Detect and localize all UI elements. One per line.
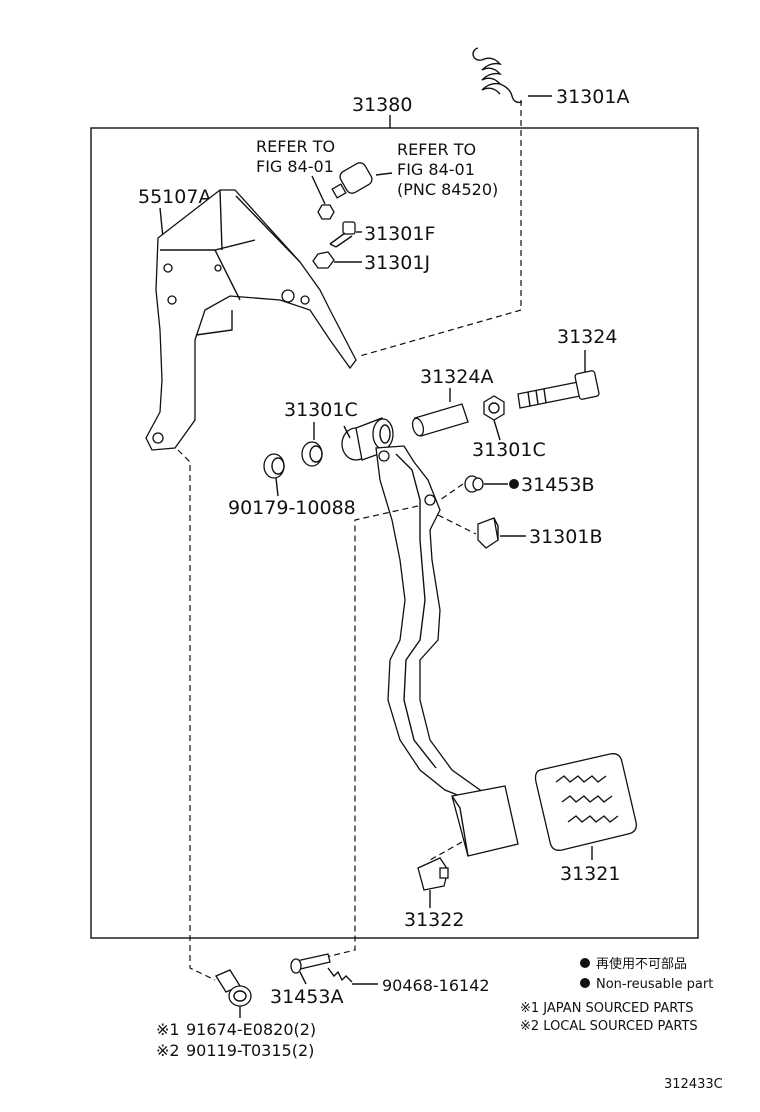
legend-note-1: ※1 JAPAN SOURCED PARTS (520, 1001, 694, 1016)
mounting-bolt[interactable] (215, 969, 252, 1007)
pedal-bracket[interactable] (145, 189, 357, 451)
refer-note-2-line3: (PNC 84520) (397, 180, 498, 199)
label-31324[interactable]: 31324 (557, 326, 617, 348)
legend-dot-jp (580, 958, 590, 968)
legend-en: Non-reusable part (596, 977, 713, 992)
refer-note-1-line1: REFER TO (256, 137, 335, 156)
bolt-31301F-part[interactable] (329, 221, 356, 248)
label-91674-E0820[interactable]: 91674-E0820(2) (186, 1020, 316, 1039)
pivot-bolt[interactable] (517, 370, 600, 409)
diagram-id: 312433C (664, 1077, 723, 1092)
brake-pedal-arm[interactable] (341, 417, 482, 801)
label-31322[interactable]: 31322 (404, 909, 464, 931)
refer-note-2-line1: REFER TO (397, 140, 476, 159)
label-55107A[interactable]: 55107A (138, 186, 211, 208)
assembly-frame (90, 127, 699, 939)
label-31321[interactable]: 31321 (560, 863, 620, 885)
mark-japan: ※1 (156, 1020, 180, 1039)
return-spring[interactable] (472, 47, 523, 104)
label-31380[interactable]: 31380 (352, 94, 412, 116)
label-90468-16142[interactable]: 90468-16142 (382, 976, 490, 995)
collar-part[interactable] (411, 403, 469, 437)
label-31301A[interactable]: 31301A (556, 86, 629, 108)
label-31453B[interactable]: 31453B (521, 474, 594, 496)
label-31301C-right[interactable]: 31301C (472, 439, 546, 461)
nut-small[interactable] (317, 204, 335, 220)
clip-part[interactable] (464, 475, 484, 493)
label-31324A[interactable]: 31324A (420, 366, 493, 388)
legend-dot-en (580, 978, 590, 988)
non-reusable-mark (509, 479, 519, 489)
snap-pin[interactable] (327, 967, 353, 983)
pedal-pad-mount[interactable] (451, 785, 519, 857)
stop-lamp-switch[interactable] (331, 161, 374, 199)
bushing-right[interactable] (483, 395, 505, 421)
label-31301B[interactable]: 31301B (529, 526, 602, 548)
label-31453A[interactable]: 31453A (270, 986, 343, 1008)
bushing-left[interactable] (301, 441, 323, 467)
legend-jp: 再使用不可部品 (596, 956, 687, 972)
label-31301J[interactable]: 31301J (364, 252, 430, 274)
stopper-part[interactable] (477, 517, 499, 549)
pedal-pad[interactable] (534, 753, 637, 851)
refer-note-2-line2: FIG 84-01 (397, 160, 475, 179)
label-90179-10088[interactable]: 90179-10088 (228, 497, 356, 519)
bush-small[interactable] (263, 453, 285, 479)
mark-local: ※2 (156, 1041, 180, 1060)
pad-stopper-part[interactable] (417, 857, 449, 891)
nut-31301J-part[interactable] (312, 251, 335, 269)
label-90119-T0315[interactable]: 90119-T0315(2) (186, 1041, 314, 1060)
label-31301C-left[interactable]: 31301C (284, 399, 358, 421)
clevis-pin[interactable] (290, 953, 331, 974)
label-31301F[interactable]: 31301F (364, 223, 435, 245)
legend-note-2: ※2 LOCAL SOURCED PARTS (520, 1019, 698, 1034)
refer-note-1-line2: FIG 84-01 (256, 157, 334, 176)
